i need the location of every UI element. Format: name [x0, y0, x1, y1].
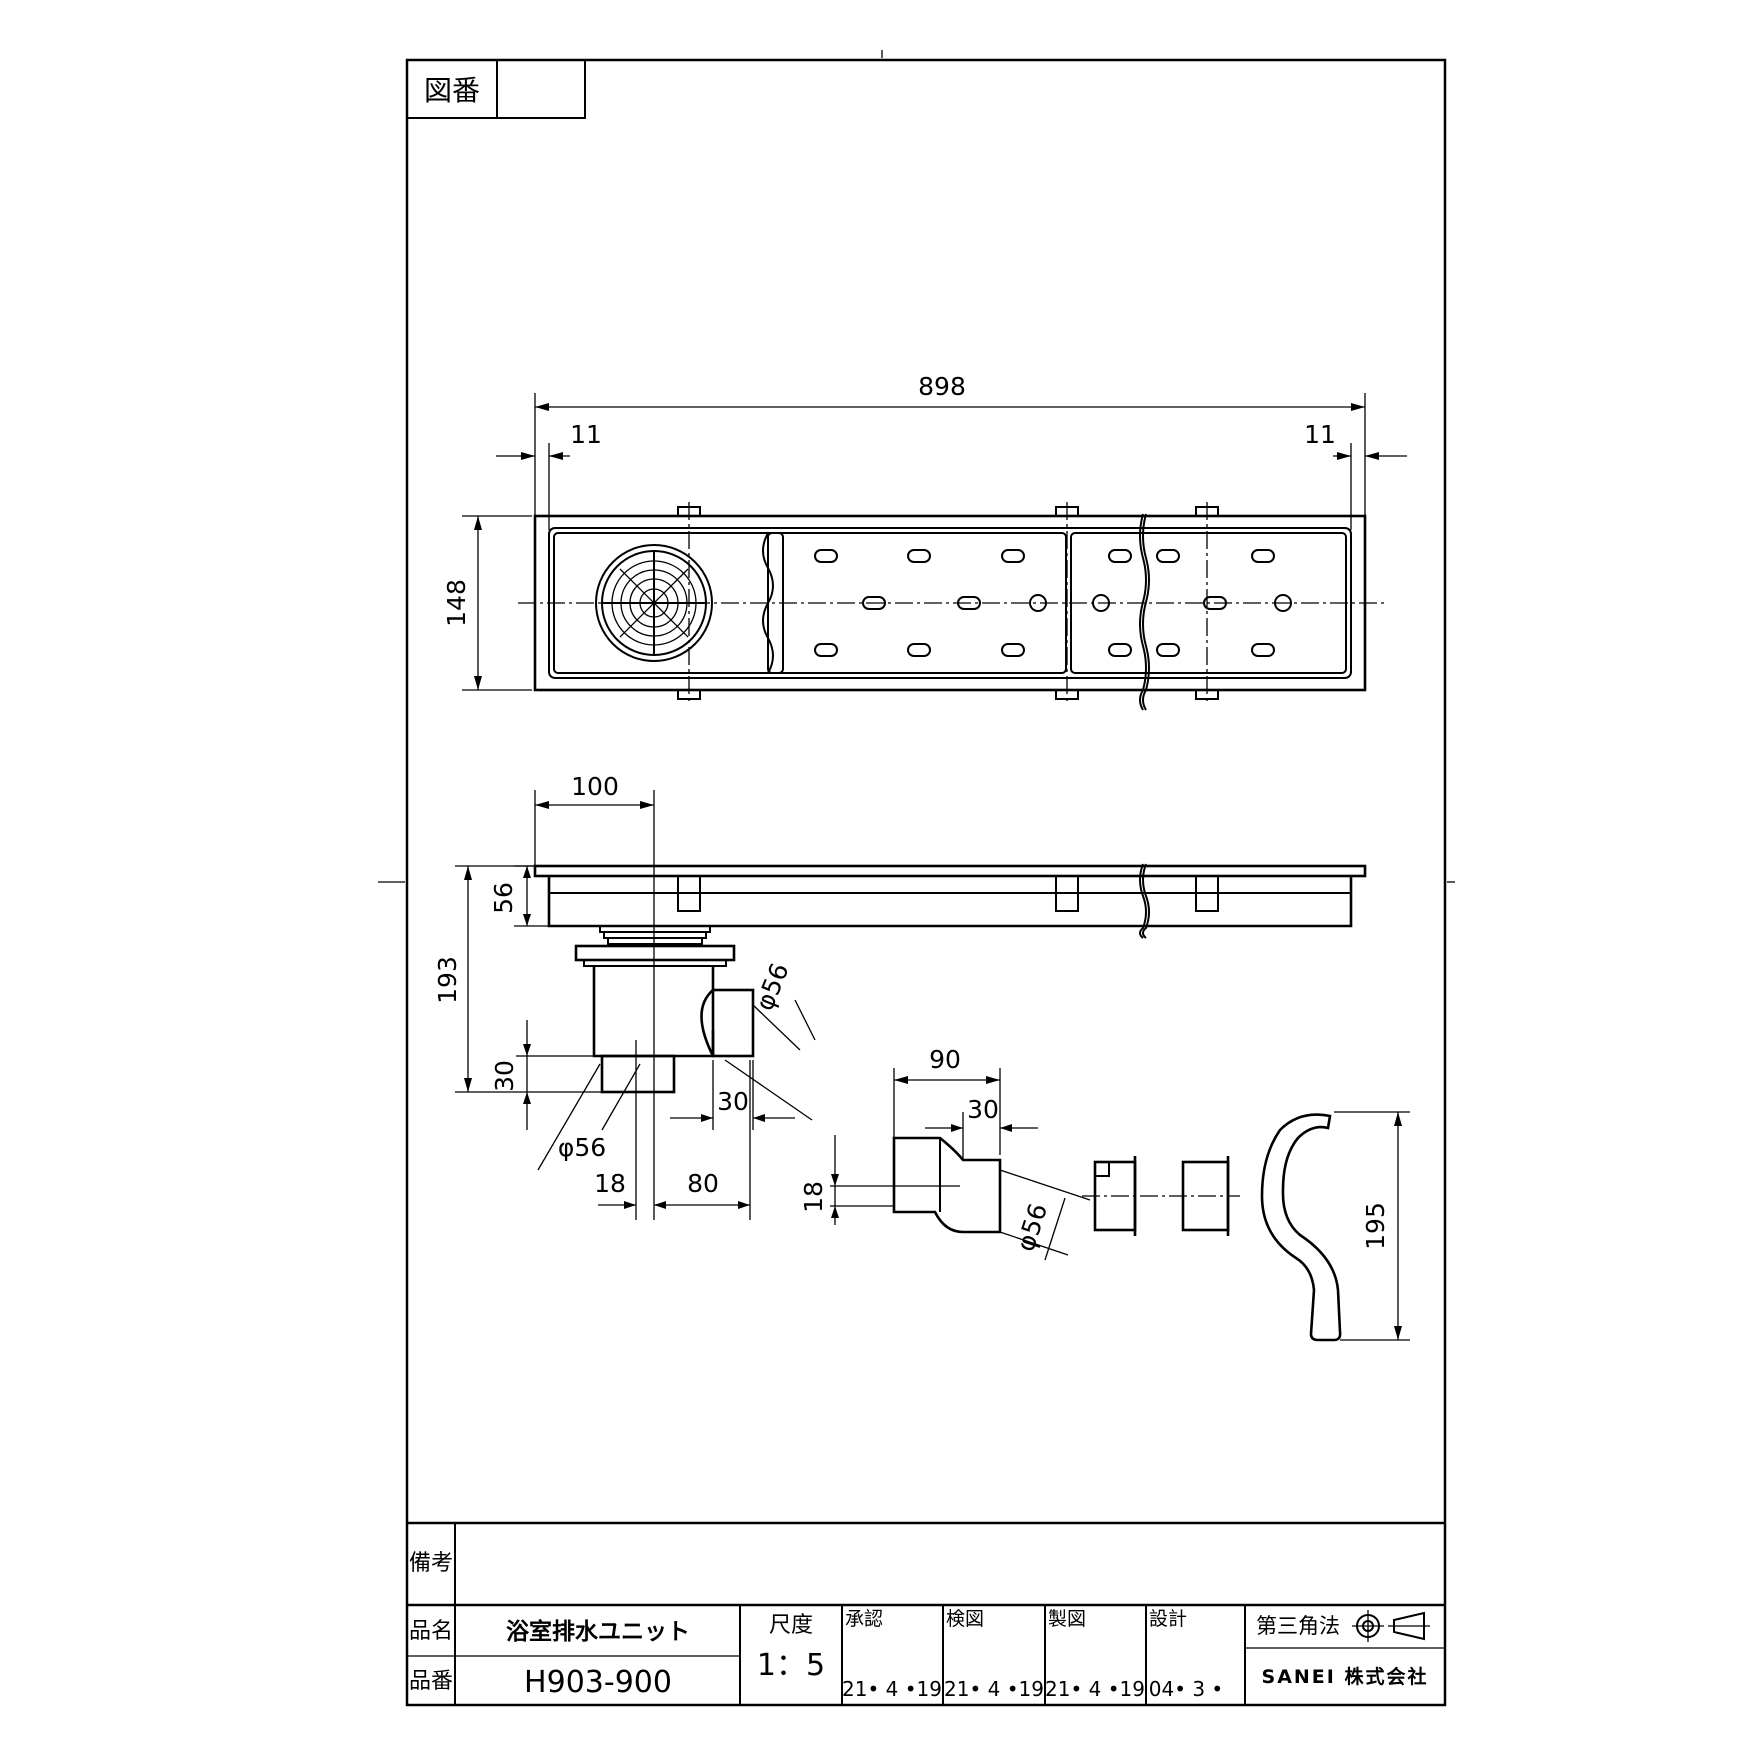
dim-elbow-offset: 18: [799, 1181, 828, 1213]
product-number: H903-900: [524, 1665, 672, 1700]
dim-trap-center: 100: [571, 772, 619, 801]
check-label: 検図: [946, 1608, 984, 1630]
dim-elbow-length: 90: [929, 1045, 961, 1074]
plan-view: 898 11 11 148: [442, 372, 1407, 711]
dim-end-offset-right: 11: [1304, 420, 1336, 449]
dim-outlet-diameter-bottom: φ56: [558, 1133, 606, 1162]
product-name: 浴室排水ユニット: [506, 1618, 690, 1645]
dim-side-outlet-diameter: φ56: [750, 959, 795, 1015]
drawing-border: [405, 58, 1447, 1707]
strainer-icon: [595, 544, 713, 662]
dim-outlet-offset: 18: [594, 1169, 626, 1198]
approve-label: 承認: [845, 1608, 883, 1630]
drafted-label: 製図: [1048, 1608, 1086, 1630]
dim-elbow-stub: 30: [967, 1095, 999, 1124]
design-date: 04• 3 •: [1149, 1677, 1223, 1701]
name-label: 品名: [409, 1619, 453, 1644]
scale-value: 1：5: [757, 1648, 825, 1683]
drawing-number-label: 図番: [424, 74, 480, 107]
dim-width: 148: [442, 579, 471, 627]
scale-label: 尺度: [769, 1613, 813, 1638]
drawing-number-box: 図番: [406, 59, 586, 119]
dim-total-height: 193: [433, 956, 462, 1004]
side-view: 100 56: [433, 772, 1367, 1220]
remarks-label: 備考: [409, 1551, 453, 1576]
number-label: 品番: [409, 1669, 453, 1694]
hook-icon: 195: [1260, 1111, 1410, 1342]
check-date: 21• 4 •19: [944, 1677, 1044, 1701]
dim-end-offset-left: 11: [570, 420, 602, 449]
title-block: 備考 品名 浴室排水ユニット 品番 H903-900 尺度 1：5 承認 21•…: [407, 1521, 1445, 1705]
dim-side-outlet-projection: 30: [717, 1087, 749, 1116]
trap-body-icon: [574, 925, 755, 1094]
dim-hook-length: 195: [1361, 1202, 1390, 1250]
projection-label: 第三角法: [1256, 1614, 1340, 1638]
third-angle-projection-icon: [1352, 1610, 1430, 1642]
adapter-parts: [1082, 1156, 1240, 1236]
drain-slots: [814, 549, 1292, 657]
dim-overall-length: 898: [918, 372, 966, 401]
dim-side-outlet-distance: 80: [687, 1169, 719, 1198]
elbow-view: 90 30 18 φ56: [799, 1045, 1091, 1261]
dim-elbow-diameter: φ56: [1011, 1200, 1054, 1255]
drafted-date: 21• 4 •19: [1045, 1677, 1145, 1701]
approve-date: 21• 4 •19: [842, 1677, 942, 1701]
dim-outlet-height: 30: [490, 1060, 519, 1092]
design-label: 設計: [1149, 1608, 1187, 1630]
dim-body-height: 56: [489, 882, 518, 914]
company-name: SANEI 株式会社: [1262, 1665, 1429, 1688]
